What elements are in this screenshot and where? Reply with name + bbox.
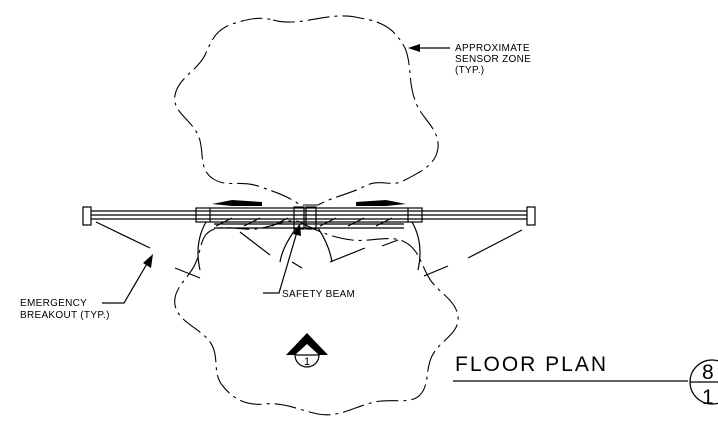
leader-safety-beam [263, 223, 301, 294]
drawing-title: FLOOR PLAN 8 1 [453, 353, 718, 409]
breakout-panels [95, 221, 523, 279]
svg-text:APPROXIMATE: APPROXIMATE [455, 43, 530, 54]
label-emergency-breakout: EMERGENCY BREAKOUT (TYP.) [20, 298, 110, 321]
svg-text:6: 6 [304, 344, 310, 356]
sensor-zone-upper [174, 15, 439, 206]
slide-arrow-right [356, 200, 406, 206]
section-marker: 6 1 [286, 333, 328, 368]
title-bubble-bottom: 1 [702, 386, 716, 409]
svg-text:FLOOR PLAN: FLOOR PLAN [455, 353, 608, 376]
label-safety-beam: SAFETY BEAM [282, 289, 355, 300]
left-jamb [82, 206, 92, 226]
svg-text:EMERGENCY: EMERGENCY [20, 298, 87, 309]
label-sensor-zone: APPROXIMATE SENSOR ZONE (TYP.) [455, 43, 531, 76]
title-bubble-top: 8 [702, 361, 716, 384]
svg-text:SENSOR ZONE: SENSOR ZONE [455, 54, 531, 65]
leader-sensor-zone [408, 44, 450, 52]
slide-arrow-left [212, 200, 262, 206]
svg-text:BREAKOUT (TYP.): BREAKOUT (TYP.) [20, 310, 110, 321]
sliding-door-assembly [82, 200, 536, 271]
right-jamb [526, 206, 536, 226]
svg-text:1: 1 [304, 356, 310, 368]
sensor-zone-lower [174, 220, 459, 416]
leader-emergency-breakout [102, 254, 153, 304]
svg-text:(TYP.): (TYP.) [455, 65, 484, 76]
